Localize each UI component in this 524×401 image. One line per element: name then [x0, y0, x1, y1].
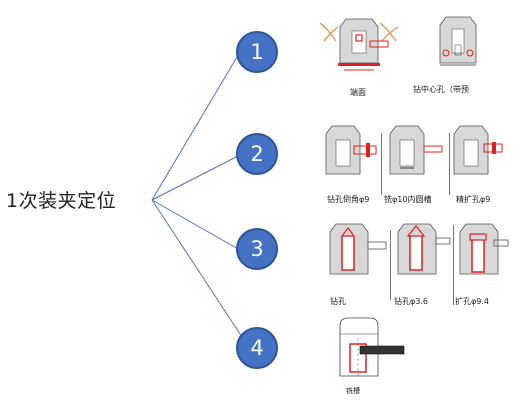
separator-2a — [381, 133, 382, 195]
caption-drill-chamfer: 钻孔倒角φ9 — [327, 195, 370, 204]
drawing-mill-slot — [339, 317, 405, 377]
caption-fine-ream: 精扩孔φ9 — [456, 195, 491, 204]
caption-ream-9-4: 扩孔φ9.4 — [455, 297, 489, 306]
caption-drill-3-6: 钻孔φ3.6 — [394, 297, 428, 306]
step-number-3: 3 — [236, 228, 278, 270]
connector-line-1 — [151, 51, 241, 201]
drawing-drill-chamfer — [325, 125, 377, 175]
drawing-mill-groove — [389, 125, 443, 175]
caption-mill-groove: 铣φ10内圆槽 — [384, 195, 432, 204]
drawing-center-drill — [439, 16, 477, 66]
main-label: 1次装夹定位 — [6, 190, 117, 212]
step-number-2: 2 — [236, 133, 278, 175]
separator-3a — [390, 230, 391, 300]
caption-facing: 端面 — [350, 88, 366, 97]
drawing-drill-3-6 — [397, 223, 451, 275]
caption-drill-hole: 钻孔 — [330, 297, 346, 306]
connector-line-3 — [151, 199, 241, 251]
connector-line-4 — [151, 199, 245, 341]
drawing-drill-hole — [329, 223, 387, 275]
drawing-facing — [319, 18, 399, 71]
caption-mill-slot: 铣槽 — [346, 387, 360, 395]
connector-line-2 — [151, 154, 241, 201]
caption-center-drill: 钻中心孔（带预 — [413, 85, 469, 94]
separator-2b — [449, 133, 450, 195]
drawing-fine-ream — [453, 125, 503, 175]
separator-3b — [453, 225, 454, 305]
step-number-1: 1 — [236, 31, 278, 73]
drawing-ream-9-4 — [459, 223, 509, 275]
step-number-4: 4 — [236, 327, 278, 369]
